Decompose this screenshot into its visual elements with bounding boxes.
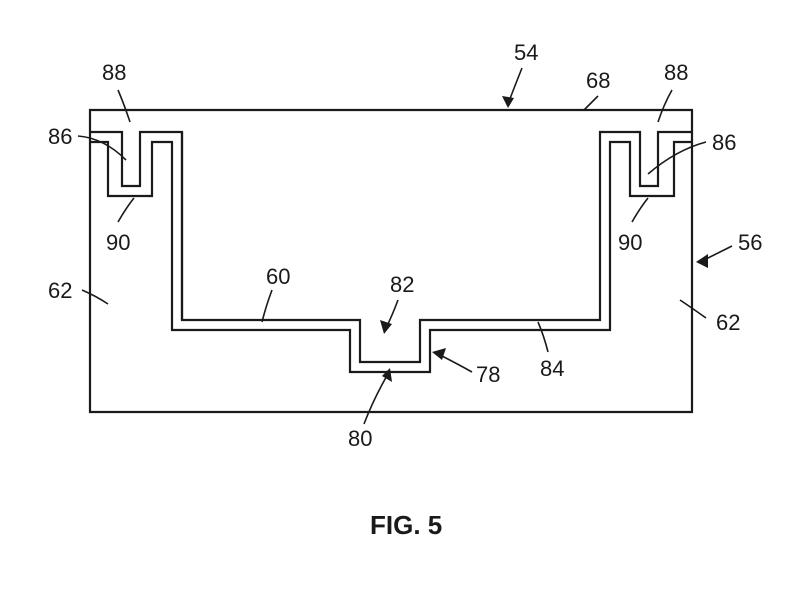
leader-88-right (657, 89, 673, 123)
numeral-82: 82 (390, 272, 414, 297)
leader-62-right (679, 299, 707, 319)
leader-78 (437, 353, 473, 373)
arrowhead-56 (696, 254, 708, 268)
numeral-62-left: 62 (48, 278, 72, 303)
numeral-68: 68 (586, 68, 610, 93)
outer-profile (90, 140, 692, 374)
numeral-88-right: 88 (664, 60, 688, 85)
arrowhead-80 (382, 368, 392, 382)
leader-88-left (117, 89, 131, 123)
leader-86-left (77, 135, 127, 161)
arrowhead-54 (502, 96, 514, 108)
top-layer-outline (88, 108, 694, 142)
reference-numerals: 54 68 88 88 86 86 90 90 56 62 62 60 82 8… (48, 40, 762, 451)
liner-top-left (90, 130, 692, 364)
numeral-80: 80 (348, 426, 372, 451)
numeral-62-right: 62 (716, 310, 740, 335)
numeral-84: 84 (540, 356, 564, 381)
arrowhead-82 (380, 320, 392, 334)
leader-84 (537, 321, 549, 353)
leader-lines (77, 67, 733, 425)
numeral-90-right: 90 (618, 230, 642, 255)
figure-caption: FIG. 5 (370, 510, 442, 540)
substrate-outline (88, 142, 694, 414)
leader-62-left (81, 289, 109, 305)
leader-68 (583, 95, 599, 111)
substrate-body (88, 108, 694, 414)
leader-86-right (647, 141, 707, 175)
leader-90-left (117, 197, 135, 223)
numeral-86-right: 86 (712, 130, 736, 155)
numeral-78: 78 (476, 362, 500, 387)
numeral-60: 60 (266, 264, 290, 289)
numeral-88-left: 88 (102, 60, 126, 85)
numeral-56: 56 (738, 230, 762, 255)
numeral-90-left: 90 (106, 230, 130, 255)
leader-80 (363, 373, 389, 425)
leader-90-right (631, 197, 649, 223)
numeral-86-left: 86 (48, 124, 72, 149)
arrowhead-78 (432, 348, 446, 360)
numeral-54: 54 (514, 40, 538, 65)
leader-60 (261, 289, 273, 323)
